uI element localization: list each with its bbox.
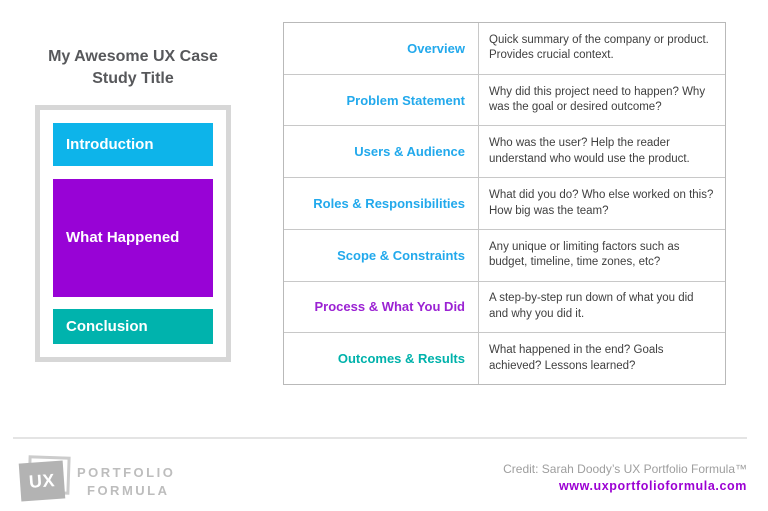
row-description-text: Quick summary of the company or product.…: [489, 33, 709, 62]
table-row-roles-responsibilities: Roles & Responsibilities What did you do…: [284, 178, 725, 230]
table-row-outcomes-results: Outcomes & Results What happened in the …: [284, 333, 725, 385]
row-description-text: Why did this project need to happen? Why…: [489, 85, 706, 114]
row-heading: Roles & Responsibilities: [284, 178, 479, 229]
block-what-happened-label: What Happened: [66, 229, 180, 247]
row-heading: Scope & Constraints: [284, 229, 479, 281]
row-description-text: A step-by-step run down of what you did …: [489, 292, 694, 320]
row-heading: Problem Statement: [284, 74, 479, 126]
case-study-title: My Awesome UX Case Study Title: [48, 48, 218, 88]
block-introduction: Introduction: [53, 123, 213, 167]
logo-word-portfolio: PORTFOLIO: [77, 465, 176, 480]
table-row-problem-statement: Problem Statement Why did this project n…: [284, 74, 725, 127]
block-conclusion-label: Conclusion: [66, 317, 148, 335]
block-conclusion: Conclusion: [53, 308, 213, 344]
block-introduction-label: Introduction: [66, 136, 154, 154]
row-description-text: Who was the user? Help the reader unders…: [489, 137, 690, 165]
table-row-overview: Overview Quick summary of the company or…: [284, 23, 725, 75]
table-row-users-audience: Users & Audience Who was the user? Help …: [284, 126, 725, 179]
row-description: Who was the user? Help the reader unders…: [479, 126, 725, 177]
row-description-text: What did you do? Who else worked on this…: [489, 189, 714, 217]
block-what-happened: What Happened: [53, 179, 213, 297]
credit-text: Credit: Sarah Doody’s UX Portfolio Formu…: [503, 462, 747, 476]
row-description-text: Any unique or limiting factors such as b…: [489, 240, 680, 269]
logo-word-formula: FORMULA: [87, 482, 170, 498]
case-study-structure-box: Introduction What Happened Conclusion: [35, 105, 231, 362]
row-description: What did you do? Who else worked on this…: [479, 178, 725, 229]
row-description: Quick summary of the company or product.…: [479, 23, 725, 74]
row-description: Any unique or limiting factors such as b…: [479, 230, 725, 281]
table-row-process: Process & What You Did A step-by-step ru…: [284, 281, 725, 334]
row-heading: Outcomes & Results: [284, 333, 479, 385]
row-description: A step-by-step run down of what you did …: [479, 282, 725, 333]
row-description: What happened in the end? Goals achieved…: [479, 333, 725, 384]
row-heading: Process & What You Did: [284, 281, 479, 333]
footer-divider: [13, 437, 747, 439]
row-description-text: What happened in the end? Goals achieved…: [489, 344, 664, 372]
credit-block: Credit: Sarah Doody’s UX Portfolio Formu…: [503, 462, 747, 493]
website-link[interactable]: www.uxportfolioformula.com: [558, 479, 747, 493]
formula-table: Overview Quick summary of the company or…: [283, 22, 726, 385]
ux-portfolio-formula-logo: UX PORTFOLIO FORMULA: [18, 455, 280, 506]
table-row-scope-constraints: Scope & Constraints Any unique or limiti…: [284, 229, 725, 282]
row-description: Why did this project need to happen? Why…: [479, 75, 725, 126]
row-heading: Users & Audience: [284, 126, 479, 178]
ux-logo-icon: UX: [18, 460, 66, 502]
logo-wordmark: PORTFOLIO FORMULA: [77, 464, 227, 499]
row-heading: Overview: [284, 23, 479, 74]
